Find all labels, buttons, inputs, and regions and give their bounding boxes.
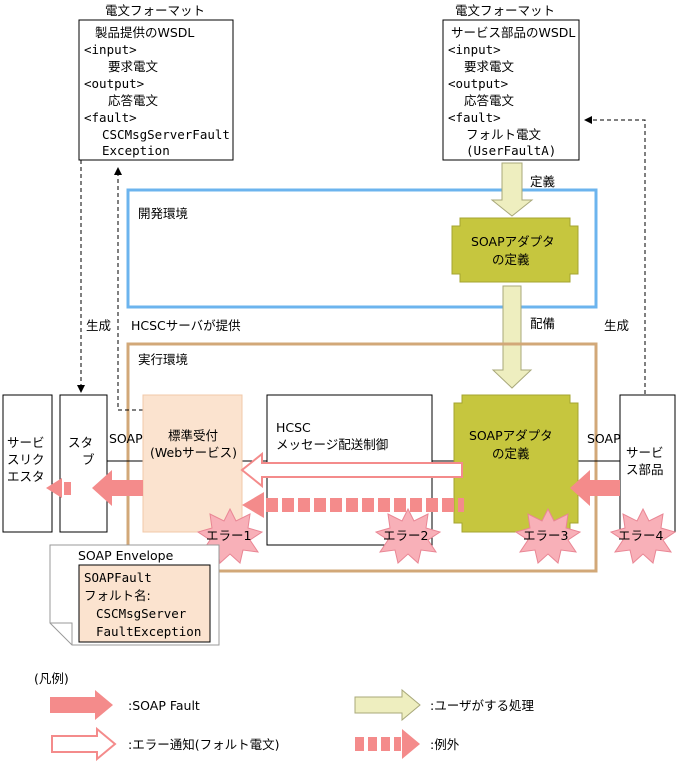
service-requester-label: スリク — [7, 452, 45, 467]
error-star-2: エラー2 — [374, 507, 442, 564]
wsdl-left-line: <output> — [84, 76, 144, 91]
legend-user-process-icon — [354, 688, 421, 722]
define-arrow — [490, 162, 534, 217]
service-requester-label: エスタ — [7, 469, 45, 484]
adapter-exec-box — [453, 394, 579, 533]
standard-receiver-label: 標準受付 — [168, 428, 218, 443]
define-label: 定義 — [530, 174, 556, 189]
service-requester-box: サービ スリク エスタ — [2, 394, 53, 533]
legend-error-notice-icon — [51, 726, 117, 762]
service-part-box: サービ ス部品 — [619, 394, 676, 533]
hcsc-provides-arrow — [114, 167, 143, 411]
service-requester-label: サービ — [7, 435, 45, 450]
soap-right-label: SOAP — [587, 431, 621, 446]
dev-env-label: 開発環境 — [138, 206, 188, 221]
wsdl-left-line: 応答電文 — [108, 93, 159, 108]
error-3-label: エラー3 — [523, 528, 568, 543]
deploy-arrow — [491, 285, 533, 389]
hcsc-message-label: メッセージ配送制御 — [276, 437, 388, 452]
dev-env-frame — [126, 188, 598, 309]
wsdl-right-line: フォルト電文 — [466, 127, 542, 142]
wsdl-left-line: <input> — [84, 42, 137, 57]
wsdl-left-heading: 電文フォーマット — [105, 3, 205, 18]
wsdl-right-box: サービス部品のWSDL <input> 要求電文 <output> 応答電文 <… — [442, 19, 580, 161]
envelope-line: フォルト名: — [84, 588, 151, 603]
wsdl-right-line: <fault> — [448, 110, 501, 125]
envelope-title: SOAP Envelope — [78, 548, 174, 563]
adapter-exec-label: SOAPアダプタ — [469, 428, 553, 443]
envelope-line: CSCMsgServer — [96, 606, 187, 621]
exec-env-label: 実行環境 — [138, 352, 188, 367]
generate-right-arrow — [584, 116, 646, 394]
legend-exception-text: :例外 — [430, 737, 460, 752]
wsdl-right-heading: 電文フォーマット — [455, 3, 555, 18]
soap-fault-arrow-service — [570, 470, 620, 506]
adapter-dev-label: SOAPアダプタ — [471, 234, 555, 249]
wsdl-left-line: <fault> — [84, 110, 137, 125]
legend-user-process-text: :ユーザがする処理 — [430, 698, 534, 713]
adapter-dev-label: の定義 — [492, 252, 530, 267]
wsdl-left-box: 製品提供のWSDL <input> 要求電文 <output> 応答電文 <fa… — [78, 19, 234, 161]
error-star-3: エラー3 — [514, 507, 582, 564]
soap-envelope-doc: SOAP Envelope SOAPFault フォルト名: CSCMsgSer… — [49, 544, 220, 646]
envelope-line: FaultException — [96, 624, 201, 639]
hcsc-provides-label: HCSCサーバが提供 — [131, 318, 241, 333]
error-star-4: エラー4 — [609, 507, 677, 564]
wsdl-left-line: 製品提供のWSDL — [95, 25, 194, 40]
standard-receiver-label: (Webサービス) — [150, 445, 237, 460]
wsdl-right-line: 要求電文 — [464, 59, 515, 74]
soap-fault-arrow-receiver — [92, 470, 143, 506]
legend-title: (凡例) — [34, 671, 69, 686]
wsdl-left-line: Exception — [102, 143, 170, 158]
error-1-label: エラー1 — [206, 528, 251, 543]
legend-exception-icon — [355, 729, 420, 759]
stub-box: スタ ブ — [59, 394, 108, 533]
wsdl-right-line: <input> — [448, 42, 501, 57]
service-part-label: ス部品 — [626, 462, 664, 477]
wsdl-right-line: サービス部品のWSDL — [451, 25, 575, 40]
wsdl-left-line: CSCMsgServerFault — [102, 127, 230, 142]
wsdl-right-line: <output> — [448, 76, 508, 91]
soap-left-label: SOAP — [109, 431, 143, 446]
wsdl-right-line: 応答電文 — [464, 93, 515, 108]
generate-right-label: 生成 — [604, 318, 629, 333]
service-part-label: サービ — [626, 445, 664, 460]
error-notice-arrow — [240, 451, 463, 489]
adapter-exec-label: の定義 — [492, 446, 530, 461]
error-2-label: エラー2 — [383, 528, 428, 543]
wsdl-left-line: 要求電文 — [108, 59, 159, 74]
exception-arrow-stub — [46, 478, 71, 498]
stub-label: スタ — [68, 435, 93, 450]
deploy-label: 配備 — [530, 316, 555, 331]
legend-soap-fault-icon — [50, 690, 113, 720]
wsdl-right-line: (UserFaultA) — [466, 143, 556, 158]
standard-receiver-box: 標準受付 (Webサービス) — [142, 394, 243, 533]
generate-left-label: 生成 — [86, 318, 111, 333]
stub-label: ブ — [82, 452, 95, 467]
adapter-dev-box — [451, 217, 579, 283]
exec-env-frame — [126, 342, 598, 573]
exception-arrow — [242, 492, 464, 518]
hcsc-message-label: HCSC — [276, 420, 311, 435]
legend-error-notice-text: :エラー通知(フォルト電文) — [128, 737, 279, 752]
envelope-line: SOAPFault — [84, 570, 152, 585]
error-4-label: エラー4 — [618, 528, 664, 543]
legend-soap-fault-text: :SOAP Fault — [128, 698, 200, 713]
